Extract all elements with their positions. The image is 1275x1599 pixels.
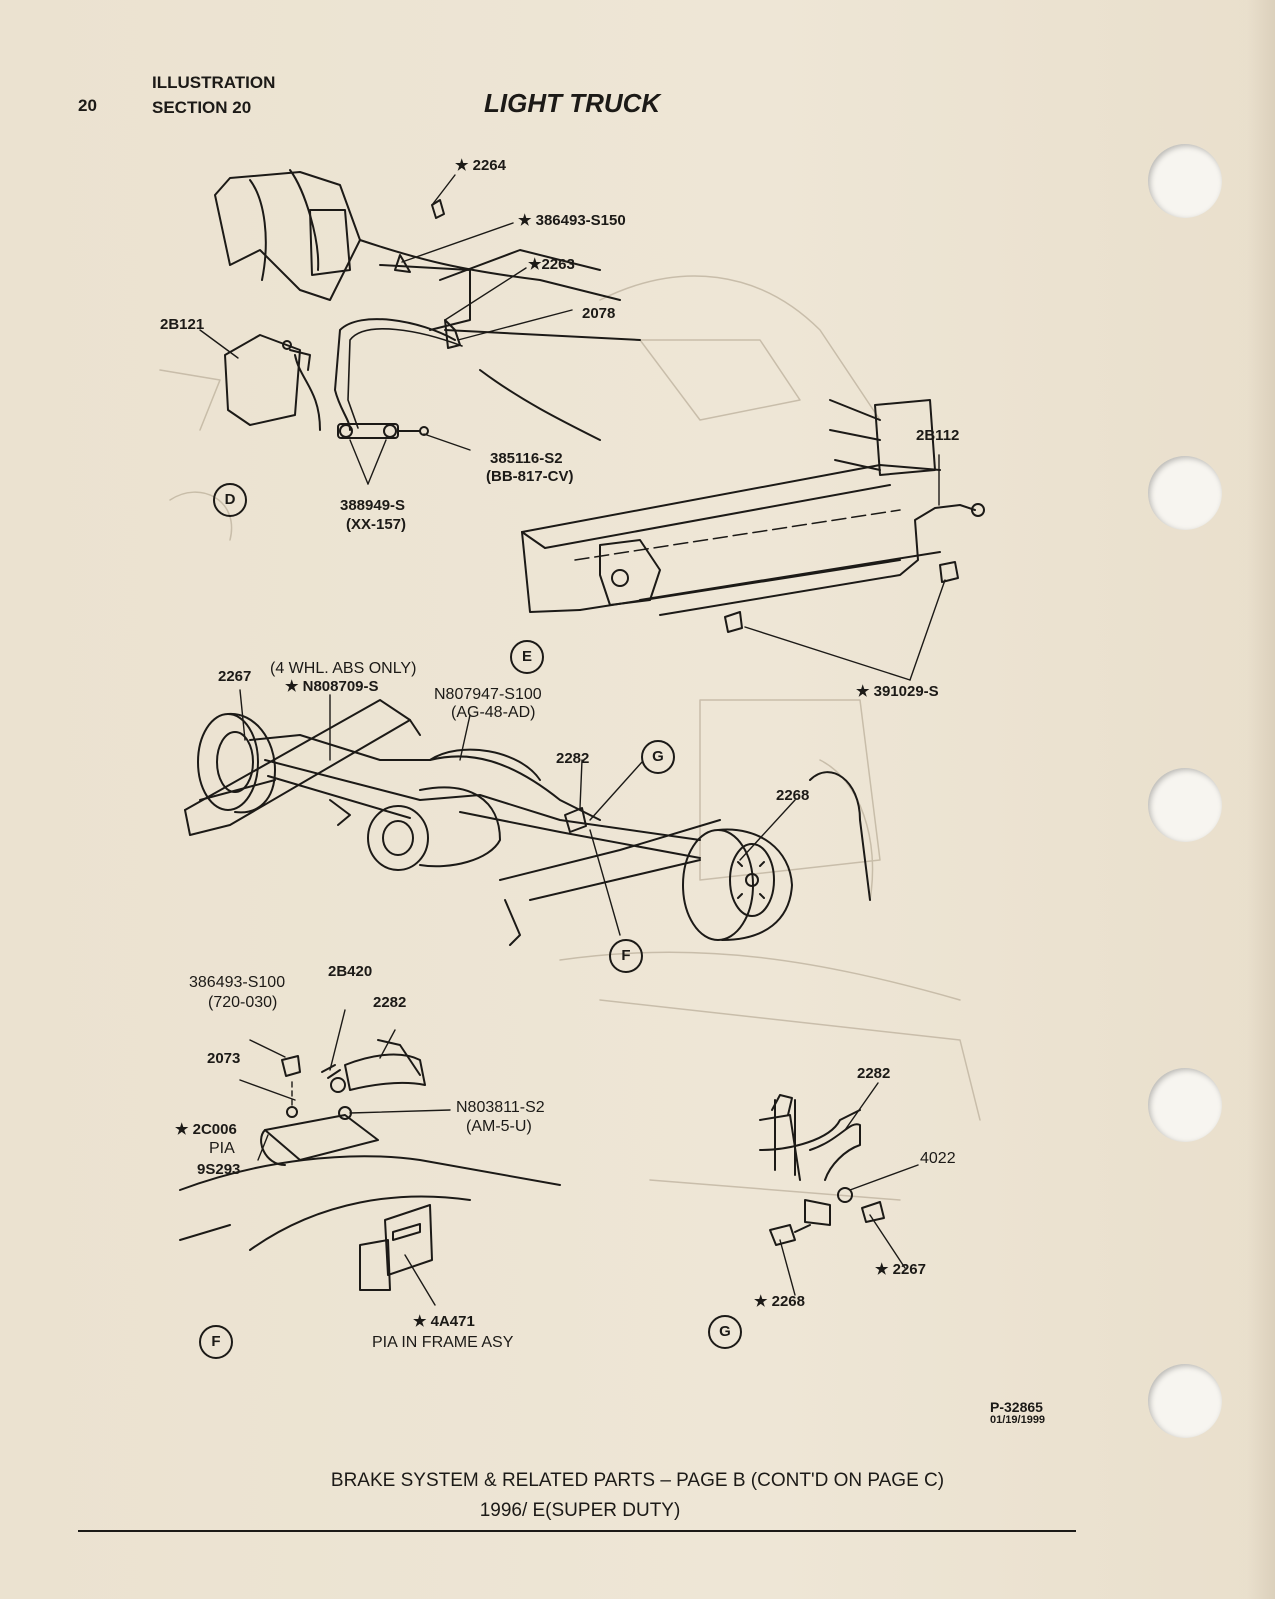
- part-label-2268: 2268: [776, 787, 810, 804]
- part-label-n803811-code: (AM-5-U): [466, 1118, 532, 1135]
- part-label-2268: ★ 2268: [754, 1293, 805, 1310]
- part-label-385116-code: (BB-817-CV): [486, 468, 574, 485]
- part-label-2267: ★ 2267: [875, 1261, 926, 1278]
- part-label-9s293: 9S293: [197, 1161, 241, 1178]
- part-label-2282: 2282: [373, 994, 407, 1011]
- page-number: 20: [78, 96, 97, 115]
- part-label-2b420: 2B420: [328, 963, 373, 980]
- part-label-4a471: ★ 4A471: [413, 1313, 475, 1330]
- section-heading: ILLUSTRATION SECTION 20: [152, 70, 275, 120]
- view-f-marker: F: [199, 1325, 233, 1359]
- part-label-4a471-note: PIA IN FRAME ASY: [372, 1334, 514, 1351]
- part-label-2c006-pia: PIA: [209, 1140, 235, 1157]
- figure-date: 01/19/1999: [990, 1414, 1046, 1426]
- part-label-4022: 4022: [920, 1150, 956, 1167]
- view-f-drawing: [179, 1009, 561, 1306]
- view-d-drawing: [199, 169, 641, 485]
- section-label: SECTION 20: [152, 98, 252, 117]
- footer-caption: BRAKE SYSTEM & RELATED PARTS – PAGE B (C…: [330, 1470, 945, 1491]
- view-g-drawing: [759, 1082, 919, 1296]
- view-f-callout: F: [609, 939, 643, 973]
- part-label-n807947-s100: N807947-S100: [434, 686, 542, 703]
- view-e-drawing: [521, 399, 985, 681]
- part-label-386493-s150: ★ 386493-S150: [518, 212, 626, 229]
- figure-id: P-32865: [990, 1399, 1043, 1415]
- footer-rule: [78, 1530, 1076, 1532]
- page-edge-shadow: [1247, 0, 1275, 1599]
- part-label-388949-code: (XX-157): [346, 516, 407, 533]
- illustration-label: ILLUSTRATION: [152, 73, 276, 92]
- part-label-n807947-code: (AG-48-AD): [451, 704, 536, 721]
- part-label-n803811-s2: N803811-S2: [456, 1099, 545, 1116]
- page-title: LIGHT TRUCK: [484, 88, 661, 118]
- part-label-385116-s2: 385116-S2: [490, 450, 563, 467]
- binder-hole: [1148, 456, 1222, 530]
- binder-hole: [1148, 144, 1222, 218]
- part-label-2078: 2078: [582, 305, 616, 322]
- part-label-386493-s100-code: (720-030): [208, 994, 278, 1011]
- part-label-2c006: ★ 2C006: [175, 1121, 237, 1138]
- view-e-marker: E: [510, 640, 544, 674]
- part-label-2264: ★ 2264: [455, 157, 506, 174]
- abs-note: (4 WHL. ABS ONLY): [270, 660, 417, 677]
- part-label-388949-s: 388949-S: [340, 497, 406, 514]
- view-d-marker: D: [213, 483, 247, 517]
- rear-axle-drawing: [184, 689, 871, 946]
- part-label-n808709-s: ★ N808709-S: [285, 678, 379, 695]
- binder-hole: [1148, 1068, 1222, 1142]
- part-label-386493-s100: 386493-S100: [189, 974, 286, 991]
- binder-hole: [1148, 1364, 1222, 1438]
- part-label-2b121: 2B121: [160, 316, 205, 333]
- part-label-2282: 2282: [556, 750, 590, 767]
- view-g-marker: G: [708, 1315, 742, 1349]
- view-g-callout: G: [641, 740, 675, 774]
- binder-hole: [1148, 768, 1222, 842]
- part-label-2073: 2073: [207, 1050, 241, 1067]
- part-label-391029-s: ★ 391029-S: [856, 683, 939, 700]
- part-label-2282: 2282: [857, 1065, 891, 1082]
- part-label-2263: ★2263: [528, 256, 575, 273]
- part-label-2b112: 2B112: [916, 427, 960, 444]
- footer-model: 1996/ E(SUPER DUTY): [479, 1500, 681, 1521]
- part-label-2267: 2267: [218, 668, 252, 685]
